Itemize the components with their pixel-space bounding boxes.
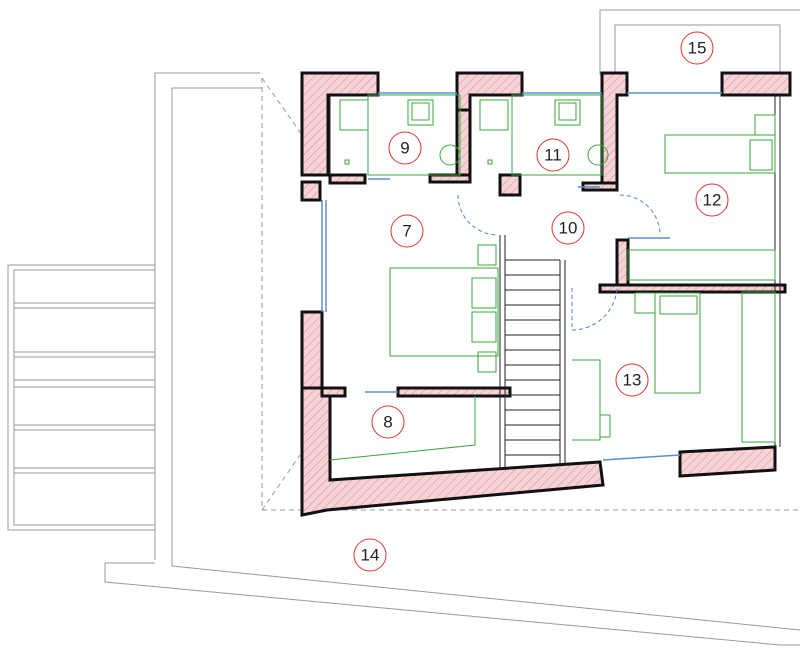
room-label: 7 — [402, 222, 411, 241]
room-tag-8: 8 — [371, 405, 405, 439]
room-tag-13: 13 — [615, 363, 649, 397]
room-label: 15 — [688, 39, 707, 58]
room-tag-14: 14 — [353, 538, 387, 572]
room-label: 13 — [623, 371, 642, 390]
door-swings — [457, 194, 661, 331]
staircase — [505, 259, 560, 456]
room-tag-9: 9 — [388, 131, 422, 165]
room-tag-12: 12 — [695, 183, 729, 217]
walls — [300, 71, 792, 517]
room-label: 12 — [703, 191, 722, 210]
room-tag-10: 10 — [551, 211, 585, 245]
room-label: 11 — [544, 146, 562, 165]
windows — [321, 92, 722, 461]
side-panels — [7, 264, 156, 531]
room-tag-11: 11 — [536, 138, 570, 172]
room-label: 8 — [383, 413, 392, 432]
furniture — [329, 94, 776, 461]
room-label: 14 — [361, 546, 380, 565]
room-tag-7: 7 — [390, 214, 424, 248]
room-label: 10 — [559, 219, 578, 238]
room-label: 9 — [400, 139, 409, 158]
terrace-outline — [104, 72, 800, 646]
room-tag-15: 15 — [680, 31, 714, 65]
balcony-outline — [599, 9, 800, 75]
